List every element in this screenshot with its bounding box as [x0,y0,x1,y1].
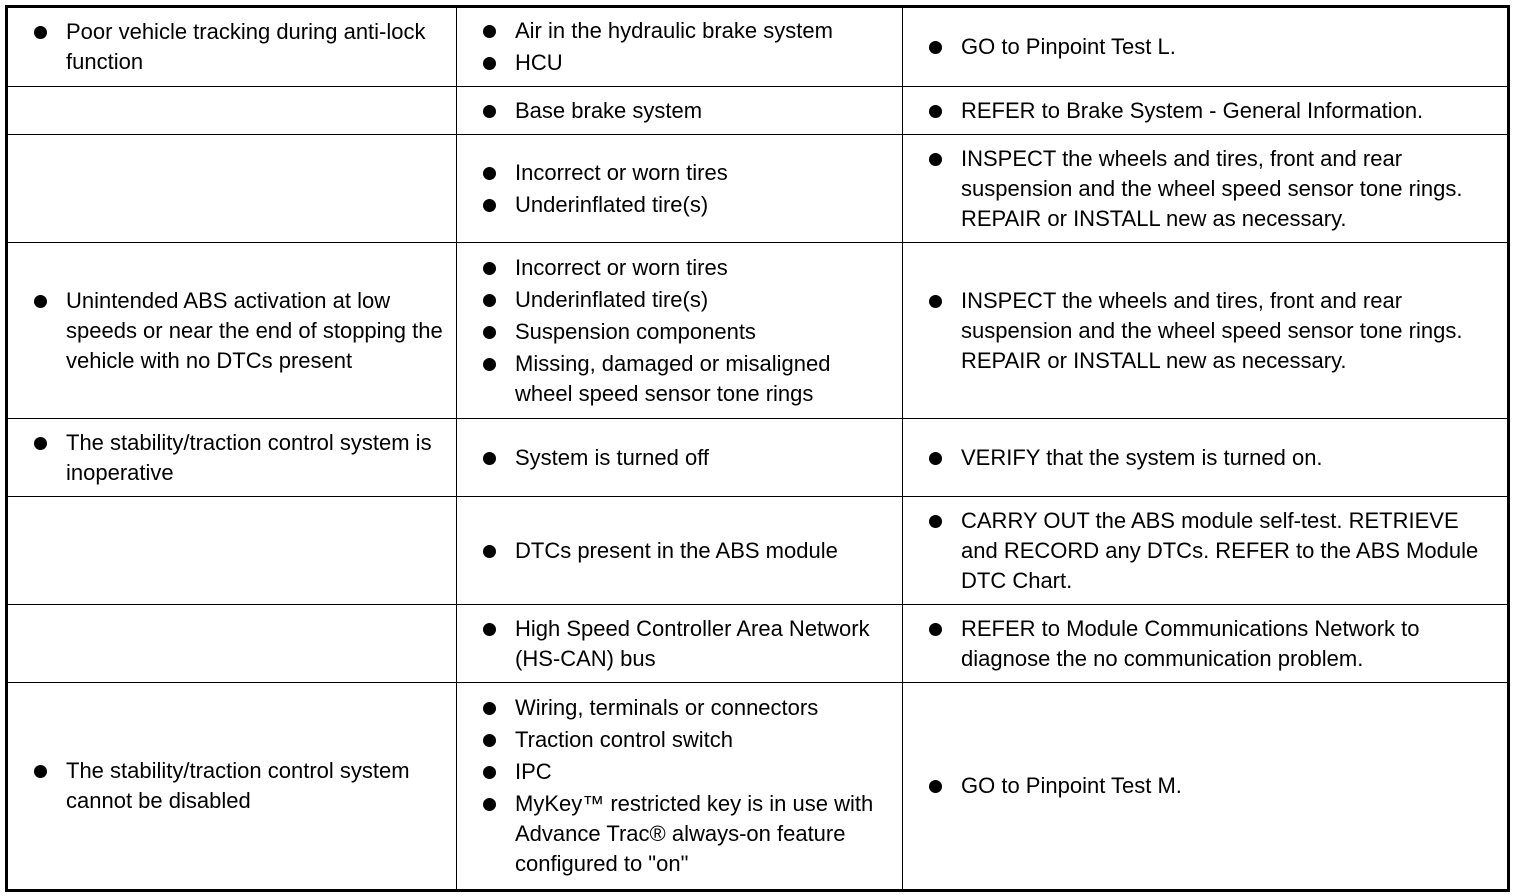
bullet-icon [483,544,496,558]
cause-cell: Incorrect or worn tires Underinflated ti… [456,242,903,419]
cause-cell: DTCs present in the ABS module [456,496,903,605]
condition-cell [6,604,457,683]
action-cell: INSPECT the wheels and tires, front and … [902,134,1509,243]
condition-cell: The stability/traction control system ca… [6,682,457,891]
table-row: DTCs present in the ABS module CARRY OUT… [6,496,1509,605]
table-row: The stability/traction control system is… [6,418,1509,497]
list-item: The stability/traction control system is… [30,428,448,488]
cause-cell: Wiring, terminals or connectors Traction… [456,682,903,891]
list-item: REFER to Module Communications Network t… [925,614,1499,674]
bullet-icon [483,734,496,747]
action-cell: INSPECT the wheels and tires, front and … [902,242,1509,419]
bullet-icon [483,766,496,779]
bullet-icon [929,294,942,308]
list-item: INSPECT the wheels and tires, front and … [925,286,1499,376]
list-item: High Speed Controller Area Network (HS-C… [479,614,894,674]
bullet-icon [929,780,942,793]
table-row: Base brake system REFER to Brake System … [6,86,1509,135]
bullet-icon [929,451,942,465]
bullet-icon [483,261,496,275]
list-item: Incorrect or worn tires [479,253,894,283]
bullet-icon [483,57,496,70]
condition-cell [6,86,457,135]
action-cell: VERIFY that the system is turned on. [902,418,1509,497]
list-item: Traction control switch [479,725,894,755]
bullet-icon [929,104,942,118]
list-item: DTCs present in the ABS module [479,536,894,566]
bullet-icon [483,702,496,715]
bullet-icon [483,325,496,339]
symptom-chart-table: Poor vehicle tracking during anti-lock f… [5,5,1510,892]
bullet-icon [929,622,942,636]
condition-cell: Poor vehicle tracking during anti-lock f… [6,6,457,87]
list-item: Unintended ABS activation at low speeds … [30,286,448,376]
action-cell: REFER to Brake System - General Informat… [902,86,1509,135]
bullet-icon [929,514,942,528]
action-cell: REFER to Module Communications Network t… [902,604,1509,683]
list-item: IPC [479,757,894,787]
bullet-icon [483,104,496,118]
action-cell: GO to Pinpoint Test L. [902,6,1509,87]
list-item: Air in the hydraulic brake system [479,16,894,46]
bullet-icon [34,26,47,39]
cause-cell: Air in the hydraulic brake system HCU [456,6,903,87]
cause-cell: System is turned off [456,418,903,497]
list-item: Underinflated tire(s) [479,285,894,315]
bullet-icon [483,357,496,371]
condition-cell: The stability/traction control system is… [6,418,457,497]
cause-cell: Incorrect or worn tires Underinflated ti… [456,134,903,243]
list-item: CARRY OUT the ABS module self-test. RETR… [925,506,1499,596]
list-item: Suspension components [479,317,894,347]
list-item: MyKey™ restricted key is in use with Adv… [479,789,894,879]
condition-cell [6,496,457,605]
list-item: Base brake system [479,96,894,126]
table-row: The stability/traction control system ca… [6,682,1509,891]
table-row: Poor vehicle tracking during anti-lock f… [6,6,1509,87]
list-item: The stability/traction control system ca… [30,756,448,816]
action-cell: GO to Pinpoint Test M. [902,682,1509,891]
condition-cell [6,134,457,243]
bullet-icon [483,451,496,465]
list-item: VERIFY that the system is turned on. [925,443,1499,473]
list-item: HCU [479,48,894,78]
table-row: High Speed Controller Area Network (HS-C… [6,604,1509,683]
bullet-icon [483,293,496,307]
bullet-icon [483,622,496,636]
bullet-icon [483,798,496,811]
bullet-icon [929,152,942,166]
list-item: Incorrect or worn tires [479,158,894,188]
list-item: REFER to Brake System - General Informat… [925,96,1499,126]
bullet-icon [34,765,47,778]
bullet-icon [483,25,496,38]
list-item: Underinflated tire(s) [479,190,894,220]
cause-cell: Base brake system [456,86,903,135]
bullet-icon [34,436,47,450]
list-item: Poor vehicle tracking during anti-lock f… [30,17,448,77]
list-item: GO to Pinpoint Test L. [925,32,1499,62]
bullet-icon [483,198,496,212]
cause-cell: High Speed Controller Area Network (HS-C… [456,604,903,683]
action-cell: CARRY OUT the ABS module self-test. RETR… [902,496,1509,605]
list-item: GO to Pinpoint Test M. [925,771,1499,801]
table-row: Unintended ABS activation at low speeds … [6,242,1509,419]
list-item: Missing, damaged or misaligned wheel spe… [479,349,894,409]
bullet-icon [34,294,47,308]
list-item: INSPECT the wheels and tires, front and … [925,144,1499,234]
bullet-icon [929,41,942,54]
list-item: System is turned off [479,443,894,473]
list-item: Wiring, terminals or connectors [479,693,894,723]
table-row: Incorrect or worn tires Underinflated ti… [6,134,1509,243]
condition-cell: Unintended ABS activation at low speeds … [6,242,457,419]
bullet-icon [483,166,496,180]
